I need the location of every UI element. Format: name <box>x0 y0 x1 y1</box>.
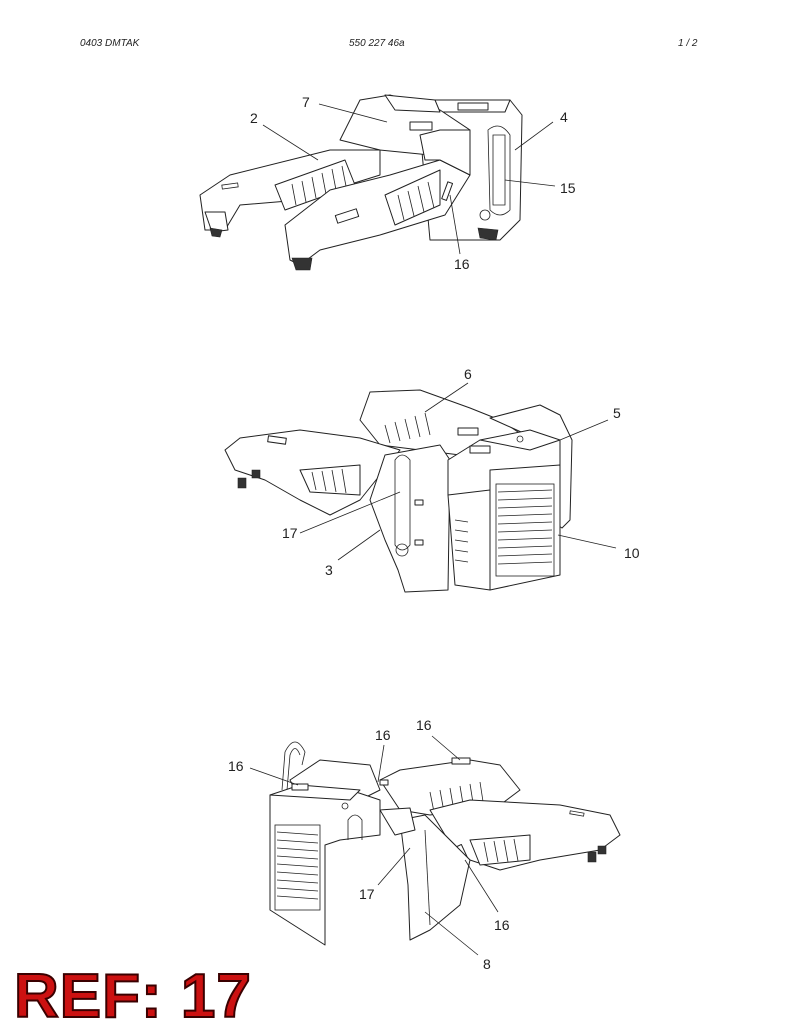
document-code: 0403 DMTAK <box>80 38 140 49</box>
leader-16c <box>431 735 461 761</box>
callout-16: 16 <box>454 256 470 272</box>
view3-right-chute <box>429 799 621 871</box>
callout-5: 5 <box>613 405 621 421</box>
callout-8: 8 <box>483 956 491 972</box>
exploded-view-3: 16 16 16 17 16 8 <box>0 715 794 975</box>
leader-16 <box>449 194 461 255</box>
reference-label: REF: 17 <box>13 962 252 1031</box>
leader-15 <box>504 179 556 187</box>
leader-16d <box>464 859 499 913</box>
view2-main-housing <box>447 429 561 591</box>
leader-4 <box>514 121 554 151</box>
callout-17: 17 <box>282 525 298 541</box>
exploded-view-2: 6 5 17 3 10 <box>0 360 794 600</box>
page-indicator: 1 / 2 <box>678 38 698 49</box>
leader-2 <box>262 124 319 161</box>
callout-17: 17 <box>359 886 375 902</box>
callout-7: 7 <box>302 94 310 110</box>
callout-16c: 16 <box>416 717 432 733</box>
callout-16d: 16 <box>494 917 510 933</box>
view-1-drawing: 7 2 4 15 16 <box>199 94 576 272</box>
leader-16a <box>249 767 299 786</box>
view-2-drawing: 6 5 17 3 10 <box>224 366 640 593</box>
view3-front-panel <box>399 814 471 941</box>
leader-7 <box>318 103 388 123</box>
view2-side-panel <box>369 444 451 593</box>
part-number: 550 227 46a <box>349 38 405 49</box>
view2-left-chute <box>224 429 401 516</box>
callout-16b: 16 <box>375 727 391 743</box>
callout-15: 15 <box>560 180 576 196</box>
callout-16a: 16 <box>228 758 244 774</box>
view-3-drawing: 16 16 16 17 16 8 <box>228 717 621 972</box>
exploded-view-1: 7 2 4 15 16 <box>0 90 794 280</box>
leader-8 <box>424 911 479 956</box>
leader-3 <box>337 529 381 561</box>
callout-10: 10 <box>624 545 640 561</box>
leader-6 <box>424 382 469 413</box>
leader-10 <box>557 534 617 549</box>
view1-front-chute <box>284 129 471 271</box>
view3-main-housing <box>269 783 416 946</box>
callout-4: 4 <box>560 109 568 125</box>
leader-17 <box>377 847 411 886</box>
leader-17 <box>299 491 401 534</box>
callout-2: 2 <box>250 110 258 126</box>
leader-16b <box>377 744 385 783</box>
callout-3: 3 <box>325 562 333 578</box>
view1-left-chute <box>199 149 381 238</box>
view3-handle <box>281 741 306 791</box>
leader-5 <box>559 419 609 441</box>
callout-6: 6 <box>464 366 472 382</box>
